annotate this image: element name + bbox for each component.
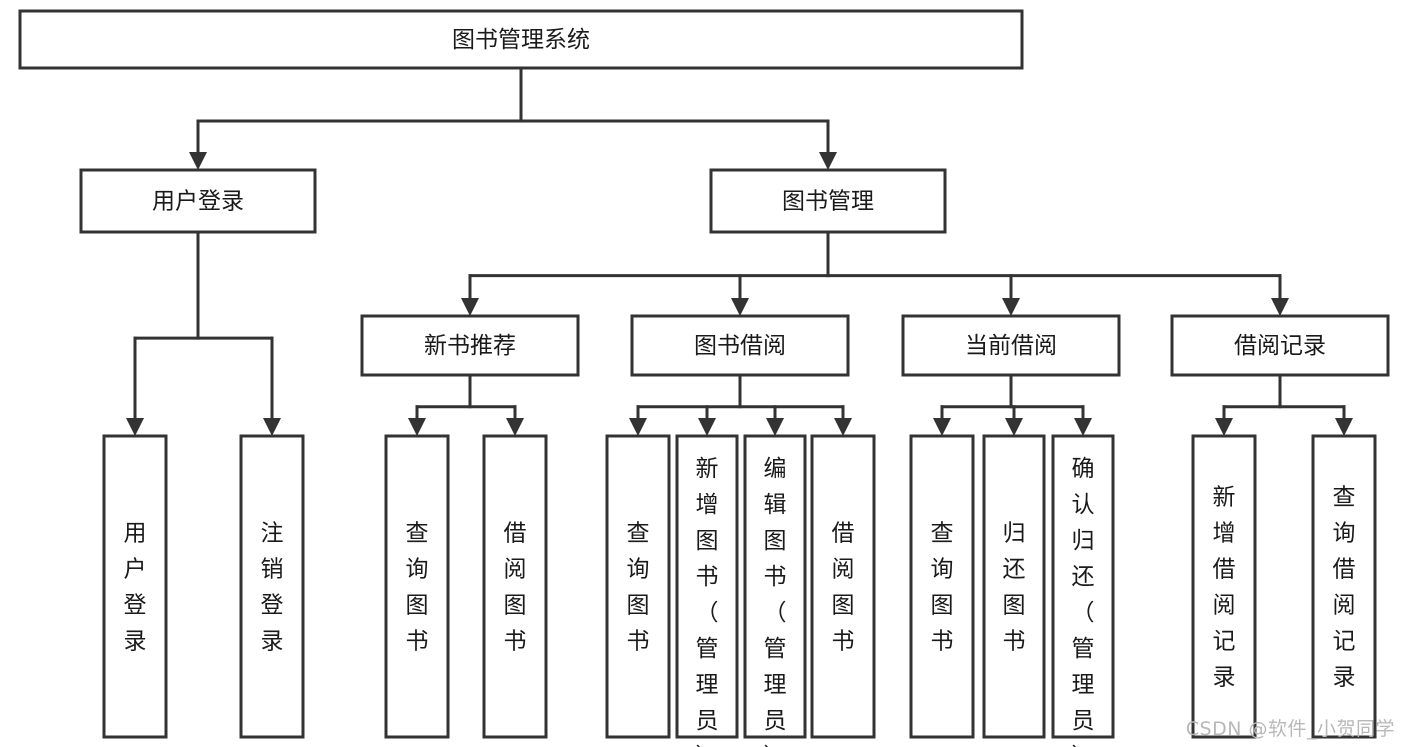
connector-group-book-mgmt xyxy=(461,230,1289,316)
node-box xyxy=(360,314,580,377)
arrow-head-icon xyxy=(1335,418,1353,436)
node-box xyxy=(482,434,548,739)
node-label: 借阅图书 xyxy=(504,520,527,654)
connector-group-user-login xyxy=(126,230,281,436)
connector-group-borrow-record xyxy=(1215,373,1353,436)
node-label: 图书管理 xyxy=(782,189,874,215)
node-leaf-add-book[interactable]: 新增图书（管理员） xyxy=(675,434,739,747)
node-label: 查询图书 xyxy=(931,520,954,654)
node-box xyxy=(630,314,850,377)
node-leaf-query-book-2[interactable]: 查询图书 xyxy=(605,434,671,739)
arrow-head-icon xyxy=(506,418,524,436)
node-label: 借阅记录 xyxy=(1234,333,1326,359)
node-label: 借阅图书 xyxy=(832,520,855,654)
node-label: 确认归还（管理员） xyxy=(1072,456,1095,747)
node-box xyxy=(675,434,739,739)
arrow-head-icon xyxy=(1002,298,1020,316)
node-box xyxy=(18,9,1024,70)
node-leaf-query-record[interactable]: 查询借阅记录 xyxy=(1311,434,1377,739)
node-label: 用户登录 xyxy=(124,520,147,654)
arrow-head-icon xyxy=(189,152,207,170)
node-box xyxy=(1311,434,1377,739)
node-label: 新增图书（管理员） xyxy=(696,456,719,747)
connector-group-root xyxy=(189,66,837,170)
arrow-head-icon xyxy=(834,418,852,436)
node-label: 注销登录 xyxy=(261,520,284,654)
node-box xyxy=(239,434,305,739)
node-label: 编辑图书（管理员） xyxy=(764,456,787,747)
node-borrow-record[interactable]: 借阅记录 xyxy=(1170,314,1390,377)
connector-layer xyxy=(126,66,1353,436)
node-box xyxy=(1051,434,1115,739)
arrow-head-icon xyxy=(1215,418,1233,436)
node-leaf-edit-book[interactable]: 编辑图书（管理员） xyxy=(743,434,807,747)
node-label: 查询借阅记录 xyxy=(1333,484,1356,690)
node-box xyxy=(384,434,450,739)
node-box xyxy=(709,168,947,234)
node-leaf-borrow-book-2[interactable]: 借阅图书 xyxy=(810,434,876,739)
node-label: 归还图书 xyxy=(1003,520,1026,654)
node-layer: 图书管理系统用户登录图书管理新书推荐图书借阅当前借阅借阅记录用户登录注销登录查询… xyxy=(18,9,1390,747)
node-current-borrow[interactable]: 当前借阅 xyxy=(901,314,1121,377)
arrow-head-icon xyxy=(408,418,426,436)
node-label: 查询图书 xyxy=(406,520,429,654)
node-box xyxy=(1191,434,1257,739)
node-label: 新增借阅记录 xyxy=(1213,484,1236,690)
arrow-head-icon xyxy=(731,298,749,316)
node-leaf-query-book-3[interactable]: 查询图书 xyxy=(909,434,975,739)
node-label: 新书推荐 xyxy=(424,333,516,359)
node-box xyxy=(982,434,1046,739)
node-box xyxy=(79,168,317,234)
connector-group-current-borrow xyxy=(933,373,1092,436)
node-label: 图书借阅 xyxy=(694,333,786,359)
node-leaf-user-login[interactable]: 用户登录 xyxy=(102,434,168,739)
arrow-head-icon xyxy=(461,298,479,316)
arrow-head-icon xyxy=(263,418,281,436)
node-book-mgmt[interactable]: 图书管理 xyxy=(709,168,947,234)
node-root[interactable]: 图书管理系统 xyxy=(18,9,1024,70)
node-leaf-query-book-1[interactable]: 查询图书 xyxy=(384,434,450,739)
node-label: 用户登录 xyxy=(152,189,244,215)
arrow-head-icon xyxy=(1005,418,1023,436)
node-leaf-return-book[interactable]: 归还图书 xyxy=(982,434,1046,739)
node-box xyxy=(901,314,1121,377)
arrow-head-icon xyxy=(1074,418,1092,436)
node-label: 查询图书 xyxy=(627,520,650,654)
arrow-head-icon xyxy=(766,418,784,436)
node-label: 当前借阅 xyxy=(965,333,1057,359)
arrow-head-icon xyxy=(1271,298,1289,316)
node-leaf-add-record[interactable]: 新增借阅记录 xyxy=(1191,434,1257,739)
node-box xyxy=(1170,314,1390,377)
node-new-book-rec[interactable]: 新书推荐 xyxy=(360,314,580,377)
node-box xyxy=(909,434,975,739)
arrow-head-icon xyxy=(933,418,951,436)
node-box xyxy=(605,434,671,739)
arrow-head-icon xyxy=(629,418,647,436)
arrow-head-icon xyxy=(698,418,716,436)
node-box xyxy=(810,434,876,739)
node-user-login[interactable]: 用户登录 xyxy=(79,168,317,234)
connector-group-new-book-rec xyxy=(408,373,524,436)
node-leaf-logout[interactable]: 注销登录 xyxy=(239,434,305,739)
node-leaf-confirm-return[interactable]: 确认归还（管理员） xyxy=(1051,434,1115,747)
node-box xyxy=(102,434,168,739)
arrow-head-icon xyxy=(126,418,144,436)
arrow-head-icon xyxy=(819,152,837,170)
node-leaf-borrow-book-1[interactable]: 借阅图书 xyxy=(482,434,548,739)
node-box xyxy=(743,434,807,739)
connector-group-book-borrow xyxy=(629,373,852,436)
node-book-borrow[interactable]: 图书借阅 xyxy=(630,314,850,377)
node-label: 图书管理系统 xyxy=(452,27,590,53)
